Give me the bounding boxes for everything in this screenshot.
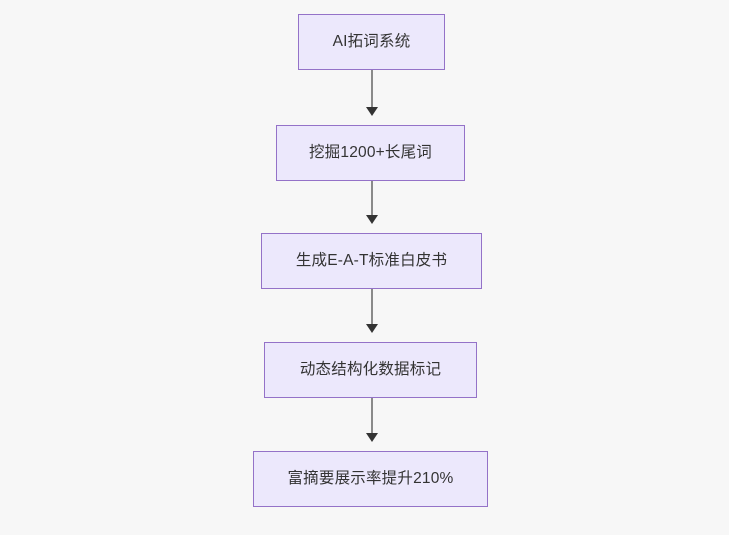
flow-node-label: AI拓词系统: [332, 32, 411, 50]
edge-line: [371, 181, 373, 216]
edge-arrowhead-icon: [366, 107, 378, 116]
edge-line: [371, 70, 373, 108]
flow-node-4[interactable]: 动态结构化数据标记: [264, 342, 477, 398]
flow-node-3[interactable]: 生成E-A-T标准白皮书: [261, 233, 482, 289]
flow-node-label: 挖掘1200+长尾词: [308, 143, 433, 161]
edge-arrowhead-icon: [366, 433, 378, 442]
flow-node-label: 富摘要展示率提升210%: [287, 469, 454, 487]
edge-arrowhead-icon: [366, 324, 378, 333]
edge-line: [371, 289, 373, 325]
flow-node-1[interactable]: AI拓词系统: [298, 14, 445, 70]
flow-node-label: 生成E-A-T标准白皮书: [295, 251, 448, 269]
flow-node-5[interactable]: 富摘要展示率提升210%: [253, 451, 488, 507]
flow-node-2[interactable]: 挖掘1200+长尾词: [276, 125, 465, 181]
flow-node-label: 动态结构化数据标记: [299, 360, 442, 378]
edge-arrowhead-icon: [366, 215, 378, 224]
edge-line: [371, 398, 373, 434]
